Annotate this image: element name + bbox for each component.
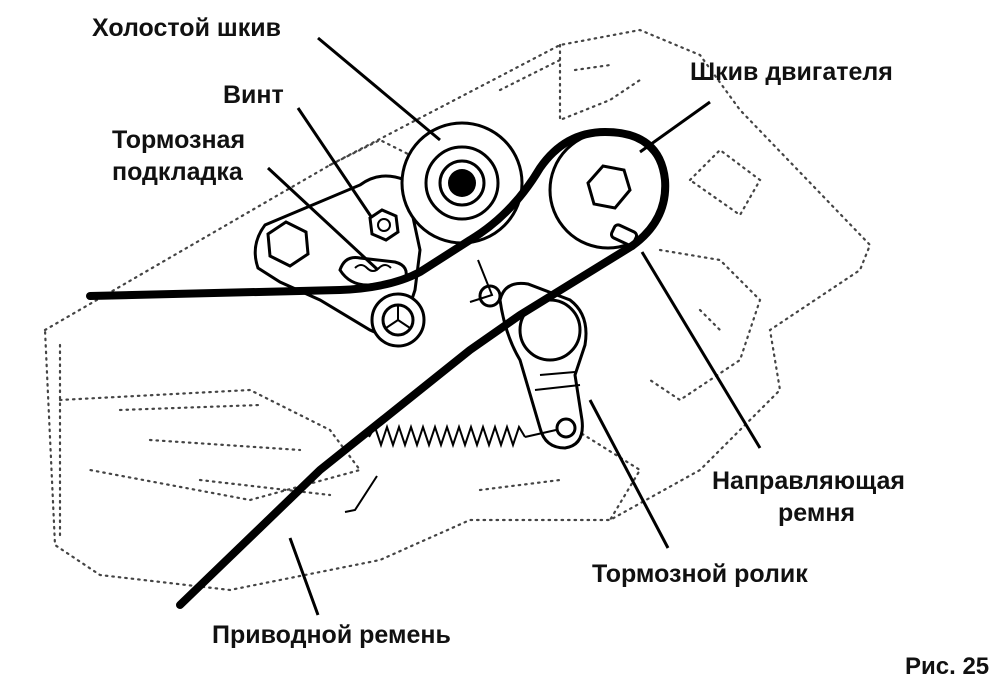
hex-bolt-left bbox=[266, 220, 310, 268]
leader-brake-roller bbox=[588, 399, 670, 549]
small-roller bbox=[370, 292, 426, 348]
spring-hook-left bbox=[344, 475, 378, 513]
chassis-outline bbox=[43, 28, 872, 592]
chassis-inner-left bbox=[58, 343, 362, 542]
chassis-inner-mid bbox=[118, 403, 332, 497]
leader-screw bbox=[296, 107, 374, 219]
leader-brake-pad bbox=[266, 166, 380, 272]
label-brake-pad-line1: Тормозная bbox=[112, 126, 245, 154]
chassis-top-mount bbox=[328, 58, 562, 167]
label-brake-roller: Тормозной ролик bbox=[592, 560, 808, 588]
brake-pad-spring bbox=[354, 264, 392, 272]
leader-drive-belt bbox=[288, 537, 320, 616]
label-engine-pulley: Шкив двигателя bbox=[690, 58, 893, 86]
leader-belt-guide bbox=[640, 251, 762, 449]
chassis-bracket-right bbox=[648, 248, 762, 402]
drive-belt bbox=[86, 128, 670, 609]
hex-bolt-screw-head bbox=[368, 208, 400, 242]
leader-lines bbox=[266, 36, 762, 616]
idle-pulley-axle bbox=[448, 169, 476, 197]
dotted-chassis bbox=[43, 28, 872, 592]
screw-center bbox=[377, 218, 391, 232]
label-screw: Винт bbox=[223, 81, 284, 109]
chassis-inner-right bbox=[558, 43, 762, 217]
arm-link bbox=[469, 259, 494, 303]
spring-coils bbox=[368, 423, 526, 449]
idle-pulley bbox=[400, 121, 524, 245]
label-idle-pulley: Холостой шкив bbox=[92, 14, 281, 42]
leader-idle-pulley bbox=[317, 36, 441, 142]
leader-engine-pulley bbox=[639, 100, 711, 154]
label-brake-pad-line2: подкладка bbox=[112, 158, 244, 186]
engine-pulley-hex bbox=[586, 164, 632, 210]
drive-belt-top-run bbox=[86, 128, 670, 300]
brake-arm-ribs bbox=[534, 371, 581, 391]
label-belt-guide-line1: Направляющая bbox=[712, 467, 905, 495]
label-belt-guide-line2: ремня bbox=[778, 499, 855, 527]
figure-caption: Рис. 25 bbox=[905, 653, 989, 680]
labels: Холостой шкив Винт Тормозная подкладка Ш… bbox=[92, 14, 989, 680]
spring-anchor-hole bbox=[555, 417, 577, 439]
drive-belt-bottom-run bbox=[176, 242, 636, 609]
chassis-lower-edge bbox=[478, 418, 642, 522]
spring-hook-right bbox=[524, 429, 557, 438]
tension-spring bbox=[344, 423, 557, 513]
label-drive-belt: Приводной ремень bbox=[212, 621, 451, 649]
small-roller-spokes bbox=[385, 306, 411, 329]
